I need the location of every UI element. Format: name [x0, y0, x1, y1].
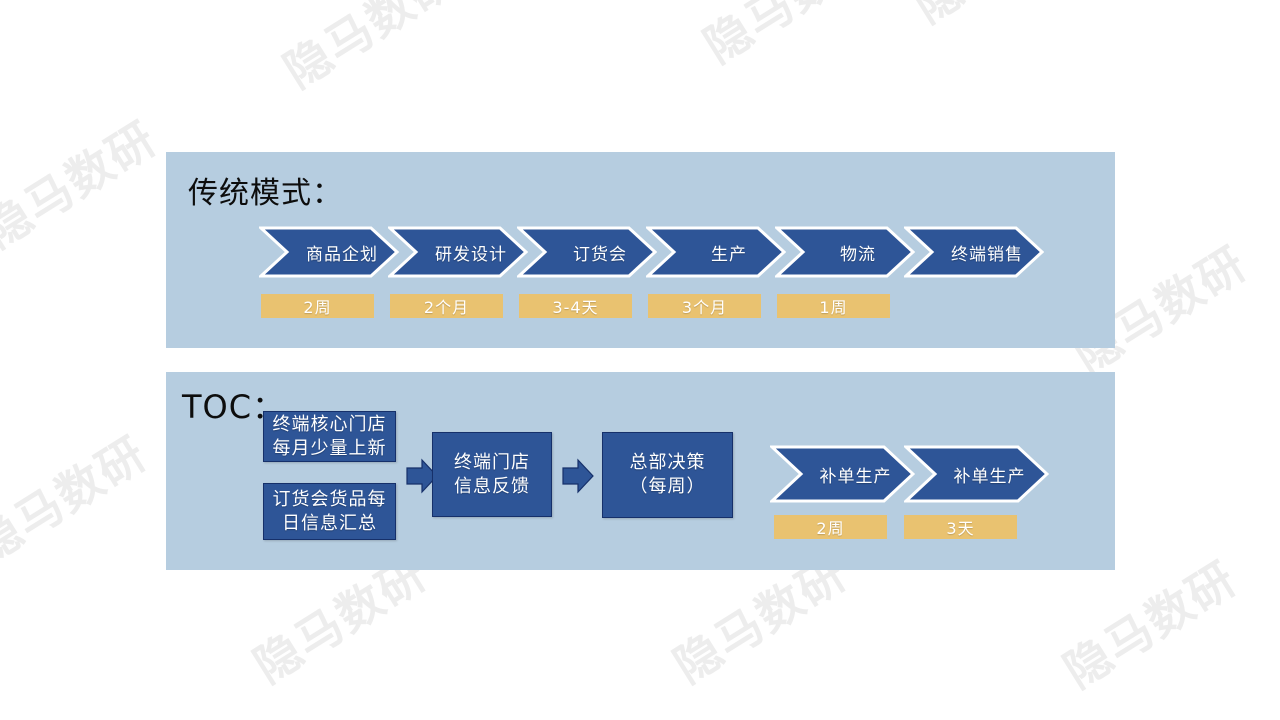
toc-decision-line2: （每周） — [629, 476, 706, 497]
watermark: 隐马数研 — [0, 425, 157, 574]
watermark: 隐马数研 — [900, 0, 1098, 36]
watermark: 隐马数研 — [0, 110, 167, 259]
toc-decision-line1: 总部决策 — [629, 452, 706, 474]
toc-input-box-1-line1: 终端核心门店 — [272, 413, 387, 435]
chevron-shape-icon — [904, 445, 1049, 503]
toc-feedback-box[interactable]: 终端门店 信息反馈 — [432, 432, 552, 517]
toc-feedback-line1: 终端门店 — [454, 451, 530, 473]
toc-input-box-1-line2: 每月少量上新 — [272, 437, 387, 459]
process-step-1[interactable]: 商品企划 — [259, 226, 399, 278]
watermark: 隐马数研 — [274, 0, 467, 99]
duration-badge-3: 3-4天 — [519, 294, 632, 318]
flow-arrow-1 — [406, 458, 438, 494]
process-step-label: 订货会 — [573, 244, 627, 265]
chevron-shape-icon — [904, 226, 1044, 278]
toc-input-box-1[interactable]: 终端核心门店 每月少量上新 — [263, 411, 396, 462]
chevron-shape-icon — [775, 226, 915, 278]
toc-step-label: 补单生产 — [953, 466, 1026, 487]
toc-input-box-2[interactable]: 订货会货品每 日信息汇总 — [263, 483, 396, 540]
duration-badge-2: 2个月 — [390, 294, 503, 318]
toc-mode-panel: TOC： 终端核心门店 每月少量上新 订货会货品每 日信息汇总 终端门店 信息反 — [166, 372, 1115, 570]
process-step-2[interactable]: 研发设计 — [388, 226, 528, 278]
toc-feedback-line2: 信息反馈 — [454, 475, 530, 497]
chevron-shape-icon — [259, 226, 399, 278]
page-title-traditional: 传统模式： — [188, 176, 343, 211]
toc-step-1[interactable]: 补单生产 — [770, 445, 915, 503]
process-step-label: 终端销售 — [951, 244, 1023, 265]
duration-badge-5: 1周 — [777, 294, 890, 318]
toc-decision-box[interactable]: 总部决策 （每周） — [602, 432, 733, 518]
process-step-5[interactable]: 物流 — [775, 226, 915, 278]
right-arrow-icon — [406, 458, 438, 494]
process-step-3[interactable]: 订货会 — [517, 226, 657, 278]
flow-arrow-2 — [562, 458, 594, 494]
toc-input-box-2-line2: 日信息汇总 — [282, 512, 377, 534]
process-step-label: 研发设计 — [435, 244, 507, 265]
toc-input-box-2-line1: 订货会货品每 — [272, 488, 387, 510]
traditional-mode-panel: 传统模式： 商品企划 研发设计 订货会 生产 — [166, 152, 1115, 348]
chevron-shape-icon — [388, 226, 528, 278]
toc-duration-badge-2: 3天 — [904, 515, 1017, 539]
chevron-shape-icon — [770, 445, 915, 503]
process-step-label: 生产 — [711, 244, 747, 265]
toc-duration-badge-1: 2周 — [774, 515, 887, 539]
chevron-shape-icon — [517, 226, 657, 278]
process-step-6[interactable]: 终端销售 — [904, 226, 1044, 278]
process-step-label: 物流 — [840, 244, 876, 265]
right-arrow-icon — [562, 458, 594, 494]
chevron-shape-icon — [646, 226, 786, 278]
duration-badge-1: 2周 — [261, 294, 374, 318]
toc-step-2[interactable]: 补单生产 — [904, 445, 1049, 503]
process-step-4[interactable]: 生产 — [646, 226, 786, 278]
process-step-label: 商品企划 — [306, 244, 378, 265]
toc-step-label: 补单生产 — [819, 466, 892, 487]
watermark: 隐马数研 — [690, 0, 888, 76]
duration-badge-4: 3个月 — [648, 294, 761, 318]
